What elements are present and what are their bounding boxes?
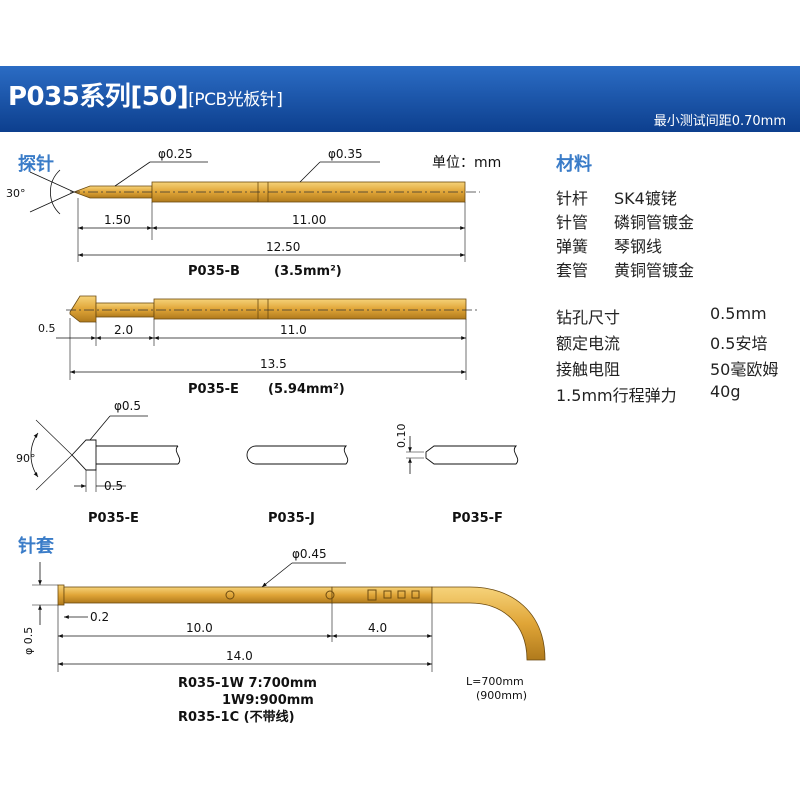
probe-e-label: P035-E <box>188 382 239 397</box>
sleeve-wire-length: L=700mm <box>466 675 524 688</box>
spec-name-2: 接触电阻 <box>556 360 621 379</box>
sleeve-model-line-2: 1W9:900mm <box>222 693 314 708</box>
title-sub: [PCB光板针] <box>188 90 283 110</box>
spec-name-0: 钻孔尺寸 <box>556 308 621 327</box>
spec-value-1: 0.5安培 <box>710 334 768 353</box>
probe-e-tip-length: 2.0 <box>114 323 133 337</box>
probe-e-drawing: 0.5 2.0 11.0 13.5 P035-E (5.94mm²) <box>38 295 480 397</box>
probe-b-tip-length: 1.50 <box>104 213 131 227</box>
probe-b-label: P035-B <box>188 264 240 279</box>
material-name-0: 针杆 <box>556 189 589 208</box>
sleeve-model-line-1: R035-1W 7:700mm <box>178 676 317 691</box>
probe-e-force: (5.94mm²) <box>268 382 345 397</box>
sleeve-drawing: φ0.45 φ 0.5 0.2 10.0 4.0 14.0 R035-1W 7:… <box>22 547 546 725</box>
sleeve-model-line-3: R035-1C (不带线) <box>178 709 295 725</box>
material-name-1: 针管 <box>556 213 589 232</box>
material-value-3: 黄铜管镀金 <box>614 261 695 280</box>
sleeve-tube-a <box>63 586 333 604</box>
probe-b-tip-diameter: φ0.25 <box>158 147 193 161</box>
sleeve-length-total: 14.0 <box>226 649 253 663</box>
sleeve-length-a: 10.0 <box>186 621 213 635</box>
section-sleeve-title: 针套 <box>18 536 54 557</box>
probe-b-force: (3.5mm²) <box>274 264 342 279</box>
probe-e-tip-width: 0.5 <box>38 322 56 335</box>
sleeve-diameter: φ0.45 <box>292 547 327 561</box>
sleeve-thickness: 0.2 <box>90 610 109 624</box>
tip-f-height: 0.10 <box>395 424 408 449</box>
material-value-1: 磷铜管镀金 <box>614 213 695 232</box>
material-name-2: 弹簧 <box>556 237 589 256</box>
tip-f-label: P035-F <box>452 511 503 526</box>
probe-b-angle: 30° <box>6 187 26 200</box>
spec-value-2: 50毫欧姆 <box>710 360 779 379</box>
probe-e-body-length: 11.0 <box>280 323 307 337</box>
tip-j-detail: P035-J <box>246 445 349 526</box>
probe-e-tip <box>69 295 97 323</box>
min-pitch-text: 最小测试间距0.70mm <box>653 114 786 129</box>
unit-label: 单位：mm <box>432 155 501 171</box>
tip-e-detail: 90° φ0.5 0.5 P035-E <box>16 399 181 526</box>
probe-b-body-length: 11.00 <box>292 213 326 227</box>
material-name-3: 套管 <box>556 261 589 280</box>
material-value-2: 琴钢线 <box>614 237 663 256</box>
spec-value-0: 0.5mm <box>710 304 767 323</box>
spec-name-3: 1.5mm行程弹力 <box>556 386 677 405</box>
probe-e-body <box>153 298 467 320</box>
header-bar <box>0 66 800 132</box>
probe-b-drawing: 30° φ0.25 φ0.35 1.50 11.00 12.50 P035-B … <box>6 147 480 279</box>
spec-name-1: 额定电流 <box>556 334 621 353</box>
sleeve-left-diameter: φ 0.5 <box>22 627 35 655</box>
section-material-title: 材料 <box>556 154 592 175</box>
material-value-0: SK4镀铑 <box>614 189 677 208</box>
tip-e-label: P035-E <box>88 511 139 526</box>
page-title: P035系列[50][PCB光板针] <box>8 76 283 113</box>
sleeve-wire <box>431 586 546 661</box>
title-main: P035系列[50] <box>8 82 189 112</box>
spec-value-3: 40g <box>710 382 741 401</box>
probe-e-total-length: 13.5 <box>260 357 287 371</box>
tip-j-label: P035-J <box>268 511 315 526</box>
sleeve-wire-length-alt: (900mm) <box>476 689 527 702</box>
sleeve-tube-b <box>331 586 433 604</box>
tip-e-diameter: φ0.5 <box>114 399 141 413</box>
tip-e-width: 0.5 <box>104 479 123 493</box>
probe-b-body-diameter: φ0.35 <box>328 147 363 161</box>
tip-f-detail: 0.10 P035-F <box>395 424 519 526</box>
sleeve-length-b: 4.0 <box>368 621 387 635</box>
tip-e-angle: 90° <box>16 452 36 465</box>
section-probe-title: 探针 <box>18 154 54 175</box>
probe-b-total-length: 12.50 <box>266 240 300 254</box>
